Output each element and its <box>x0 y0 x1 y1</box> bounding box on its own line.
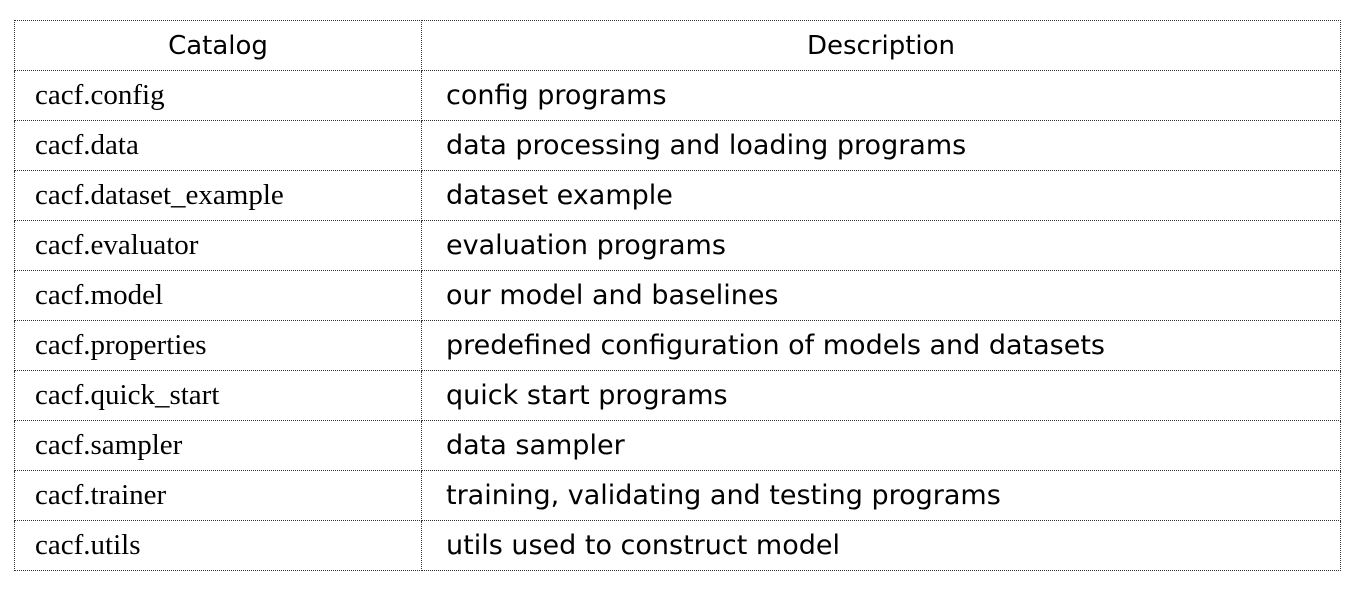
description-cell: data processing and loading programs <box>421 120 1341 171</box>
table-body: cacf.config config programs cacf.data da… <box>14 70 1341 571</box>
description-cell: predefined configuration of models and d… <box>421 320 1341 371</box>
catalog-cell: cacf.trainer <box>14 470 422 521</box>
table-row: cacf.evaluator evaluation programs <box>14 220 1341 271</box>
catalog-cell: cacf.quick_start <box>14 370 422 421</box>
header-row: Catalog Description <box>14 20 1341 71</box>
description-cell: dataset example <box>421 170 1341 221</box>
table-row: cacf.config config programs <box>14 70 1341 121</box>
catalog-table: Catalog Description cacf.config config p… <box>14 20 1341 571</box>
header-catalog: Catalog <box>14 20 422 71</box>
catalog-cell: cacf.properties <box>14 320 422 371</box>
catalog-cell: cacf.sampler <box>14 420 422 471</box>
table-row: cacf.sampler data sampler <box>14 420 1341 471</box>
catalog-cell: cacf.config <box>14 70 422 121</box>
description-cell: quick start programs <box>421 370 1341 421</box>
catalog-cell: cacf.model <box>14 270 422 321</box>
catalog-cell: cacf.dataset_example <box>14 170 422 221</box>
table-row: cacf.utils utils used to construct model <box>14 520 1341 571</box>
header-description: Description <box>421 20 1341 71</box>
catalog-cell: cacf.evaluator <box>14 220 422 271</box>
description-cell: evaluation programs <box>421 220 1341 271</box>
description-cell: data sampler <box>421 420 1341 471</box>
table-row: cacf.quick_start quick start programs <box>14 370 1341 421</box>
catalog-cell: cacf.utils <box>14 520 422 571</box>
description-cell: config programs <box>421 70 1341 121</box>
catalog-cell: cacf.data <box>14 120 422 171</box>
table-row: cacf.properties predefined configuration… <box>14 320 1341 371</box>
table-row: cacf.model our model and baselines <box>14 270 1341 321</box>
description-cell: utils used to construct model <box>421 520 1341 571</box>
description-cell: training, validating and testing program… <box>421 470 1341 521</box>
catalog-table-container: Catalog Description cacf.config config p… <box>14 20 1341 571</box>
table-row: cacf.trainer training, validating and te… <box>14 470 1341 521</box>
table-row: cacf.dataset_example dataset example <box>14 170 1341 221</box>
table-row: cacf.data data processing and loading pr… <box>14 120 1341 171</box>
table-header: Catalog Description <box>14 20 1341 71</box>
description-cell: our model and baselines <box>421 270 1341 321</box>
